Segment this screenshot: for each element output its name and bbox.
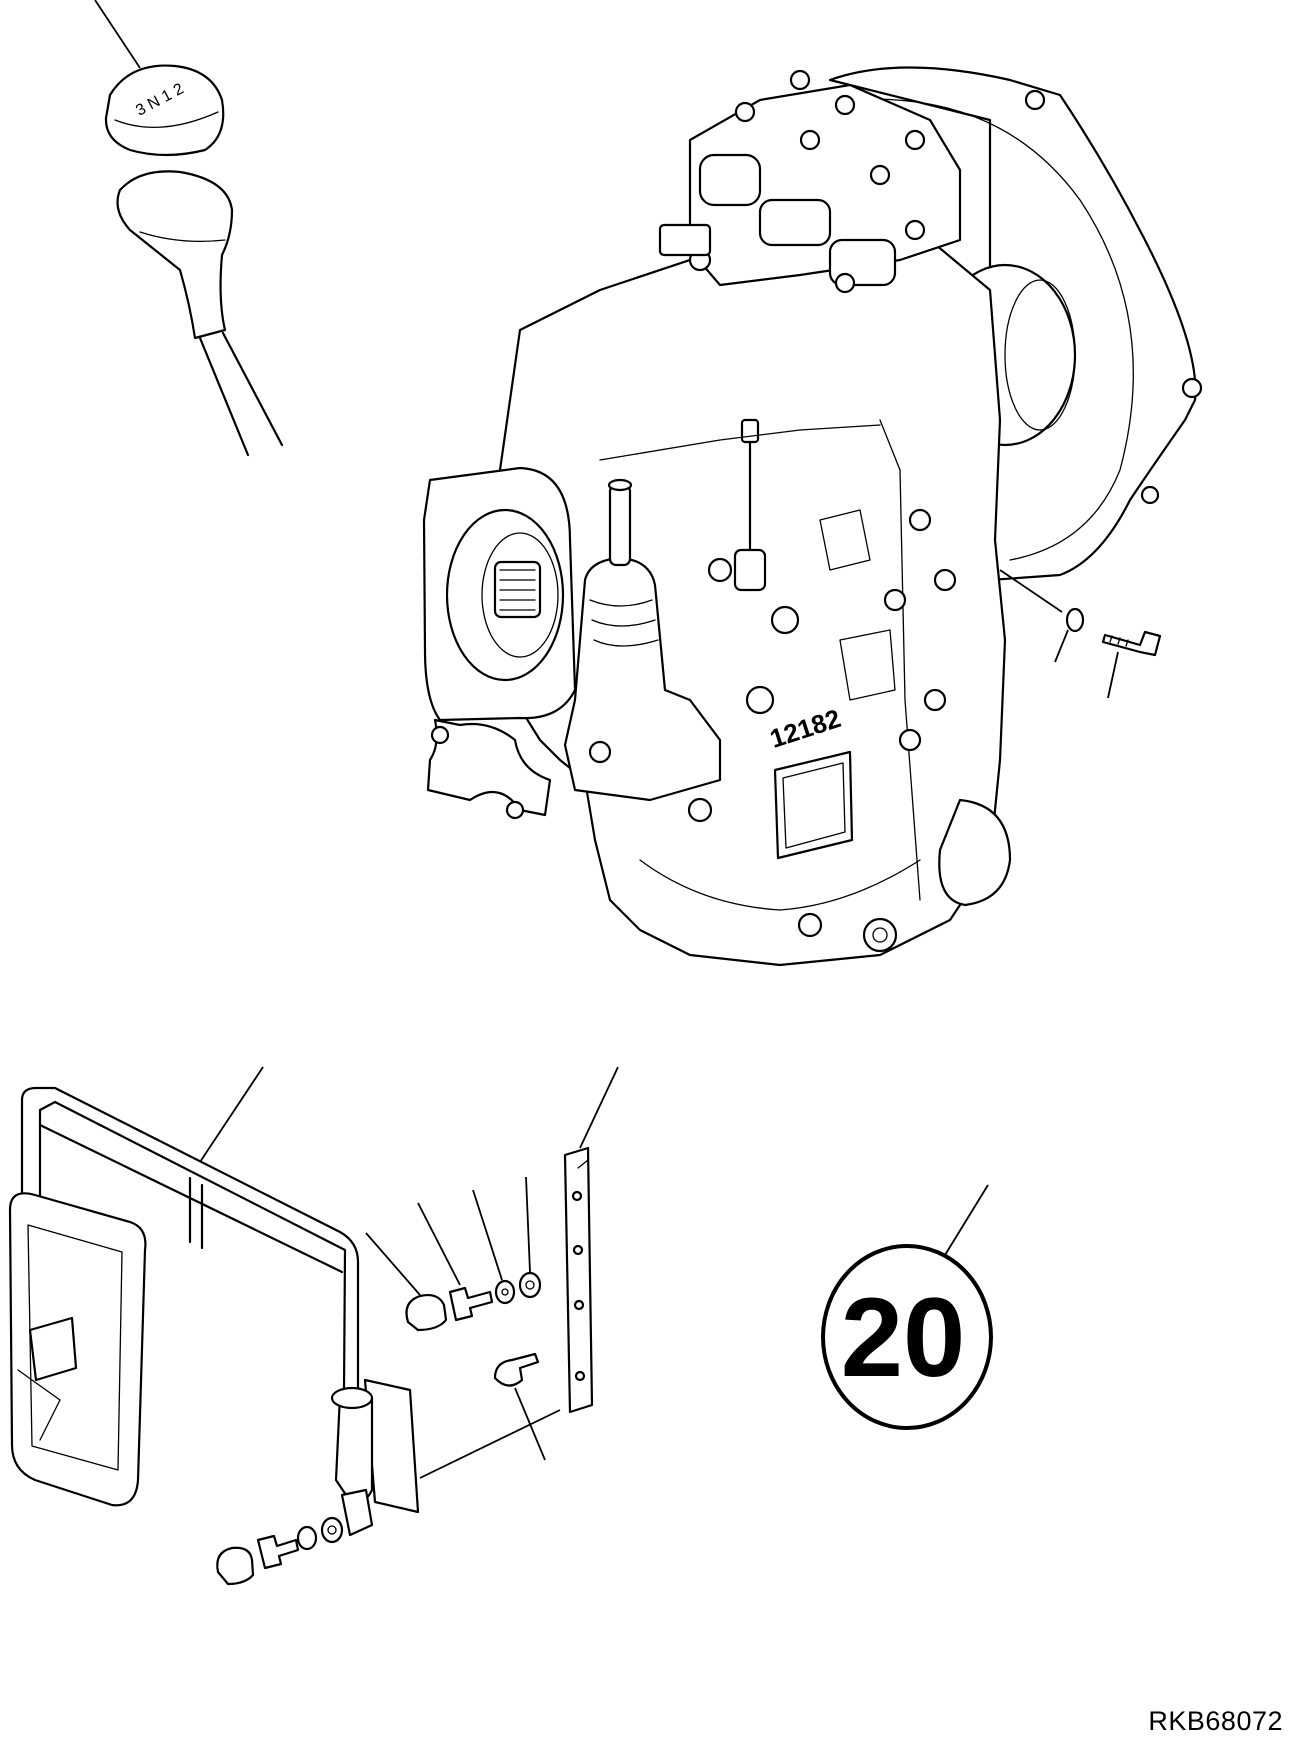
mounting-plate bbox=[563, 1146, 594, 1414]
lever-knob bbox=[116, 170, 234, 340]
mirror-head bbox=[8, 1192, 147, 1507]
leader-line-plate bbox=[579, 1066, 619, 1149]
shift-knob-assembly: 3 N 1 2 bbox=[94, 0, 284, 457]
leader-line-cap bbox=[365, 1232, 421, 1296]
lower-flat-washer bbox=[320, 1516, 344, 1544]
flat-washer bbox=[518, 1271, 542, 1299]
badge-number: 20 bbox=[841, 1275, 966, 1400]
mounting-bolt bbox=[448, 1286, 494, 1322]
name-plate bbox=[773, 750, 854, 860]
lower-spring-washer bbox=[296, 1525, 318, 1551]
cap bbox=[405, 1293, 448, 1332]
leader-line-badge bbox=[944, 1184, 989, 1256]
shift-tower bbox=[563, 556, 722, 802]
leader-line-bolt bbox=[1107, 651, 1119, 699]
leader-line-mirror bbox=[199, 1066, 264, 1163]
countersunk-screw bbox=[493, 1352, 540, 1387]
washer bbox=[1065, 607, 1085, 633]
valve-body bbox=[688, 83, 962, 287]
lower-bolt bbox=[256, 1534, 300, 1570]
lower-cap bbox=[216, 1546, 255, 1586]
transmission-assembly: 12182 bbox=[422, 66, 1203, 967]
spring-washer bbox=[494, 1279, 516, 1305]
leader-line-washer bbox=[1054, 629, 1069, 663]
badge-circle bbox=[821, 1244, 993, 1430]
leader-line-knob bbox=[94, 0, 141, 69]
bolt bbox=[1101, 630, 1162, 657]
drawing-code: RKB68072 bbox=[1148, 1706, 1283, 1736]
shift-lever-rod bbox=[198, 336, 250, 457]
mirror-assembly bbox=[8, 1066, 619, 1586]
mirror-stay bbox=[20, 1086, 360, 1392]
knob-cap bbox=[104, 64, 225, 157]
badge: 20 bbox=[821, 1184, 993, 1430]
transmission-case bbox=[498, 228, 1007, 967]
